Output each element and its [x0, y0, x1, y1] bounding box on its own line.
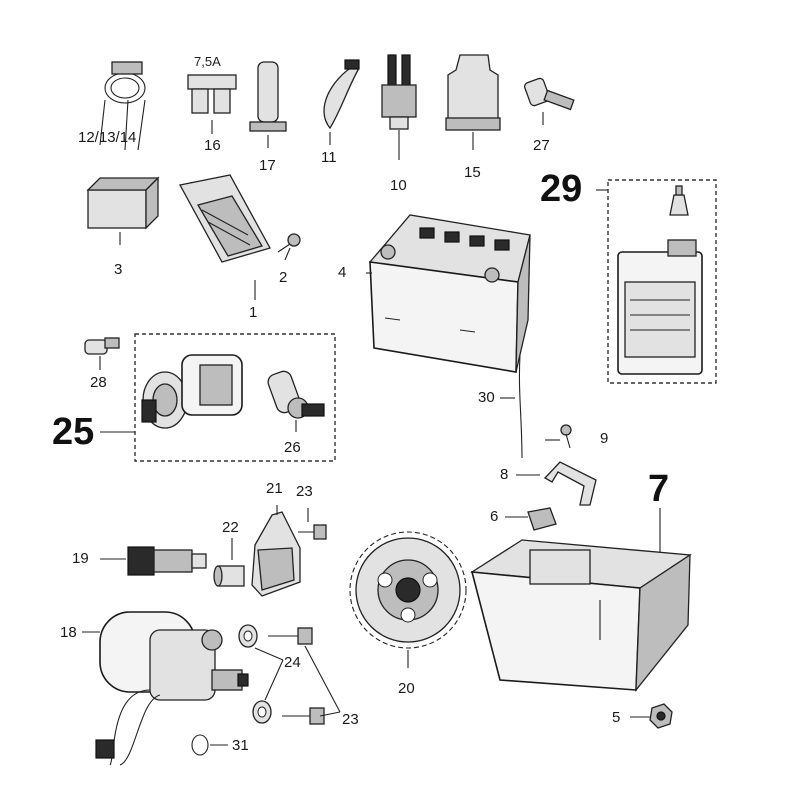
label-18: 18 — [60, 624, 77, 641]
bolt-lower-a[interactable] — [268, 627, 313, 645]
label-20: 20 — [398, 680, 415, 697]
label-31: 31 — [232, 737, 249, 754]
o-ring[interactable] — [191, 734, 228, 756]
relay[interactable] — [86, 176, 160, 245]
leader-2 — [284, 247, 291, 261]
washer-upper[interactable] — [238, 624, 258, 648]
label-29: 29 — [540, 168, 583, 210]
starter-cover[interactable] — [251, 505, 301, 597]
label-21: 21 — [266, 480, 283, 497]
battery-strap[interactable] — [543, 461, 597, 506]
brake-switch[interactable] — [381, 54, 417, 160]
rubber-boot[interactable] — [445, 54, 501, 150]
label-1: 1 — [249, 304, 258, 321]
connector-cover[interactable] — [249, 61, 287, 148]
label-7: 7 — [648, 468, 670, 510]
label-23-upper: 23 — [296, 483, 313, 500]
leader-24a — [254, 647, 284, 661]
label-4: 4 — [338, 264, 347, 281]
label-17: 17 — [259, 157, 276, 174]
label-12-13-14: 12/13/14 — [78, 129, 137, 146]
label-26: 26 — [284, 439, 301, 456]
label-19: 19 — [72, 550, 89, 567]
starter-gear[interactable] — [100, 546, 207, 576]
label-16: 16 — [204, 137, 221, 154]
bush[interactable] — [213, 538, 245, 587]
label-2: 2 — [279, 269, 288, 286]
label-fuse-rating: 7,5A — [194, 54, 221, 69]
oil-kit-frame — [607, 179, 717, 384]
label-27: 27 — [533, 137, 550, 154]
sprocket[interactable] — [349, 531, 467, 668]
label-25: 25 — [52, 411, 95, 453]
fuse[interactable] — [187, 74, 237, 128]
leader-23a — [304, 645, 341, 713]
label-6: 6 — [490, 508, 499, 525]
label-15: 15 — [464, 164, 481, 181]
label-9: 9 — [600, 430, 609, 447]
seat-lock[interactable] — [266, 369, 325, 432]
lock-set-frame — [134, 333, 336, 462]
bolt-upper[interactable] — [298, 508, 327, 540]
washer-lower[interactable] — [252, 700, 272, 724]
bolt-lower-b[interactable] — [282, 707, 325, 725]
starter-motor[interactable] — [82, 611, 249, 766]
label-8: 8 — [500, 466, 509, 483]
leader-24b — [264, 659, 284, 701]
voltage-regulator[interactable] — [179, 174, 271, 300]
breather-tube[interactable] — [500, 354, 523, 459]
label-28: 28 — [90, 374, 107, 391]
label-11: 11 — [321, 149, 337, 166]
cable-tie[interactable] — [323, 59, 360, 145]
label-23-lower: 23 — [342, 711, 359, 728]
label-30: 30 — [478, 389, 495, 406]
bolt[interactable] — [84, 337, 120, 370]
label-5: 5 — [612, 709, 621, 726]
label-22: 22 — [222, 519, 239, 536]
label-10: 10 — [390, 177, 407, 194]
hose-clamp[interactable] — [99, 61, 146, 146]
small-screw[interactable] — [560, 424, 572, 449]
label-24: 24 — [284, 654, 301, 671]
ignition-switch[interactable] — [141, 354, 243, 429]
battery[interactable] — [366, 214, 531, 373]
nut-clip[interactable] — [527, 507, 557, 531]
oil-bottle[interactable] — [617, 185, 703, 375]
battery-box[interactable] — [470, 508, 692, 692]
wire-clip[interactable] — [523, 77, 575, 125]
label-3: 3 — [114, 261, 123, 278]
leader-23b — [319, 711, 341, 717]
mounting-screw[interactable] — [277, 233, 301, 253]
leader-13 — [124, 99, 129, 151]
flange-nut[interactable] — [649, 703, 673, 729]
leader-14 — [137, 99, 146, 151]
